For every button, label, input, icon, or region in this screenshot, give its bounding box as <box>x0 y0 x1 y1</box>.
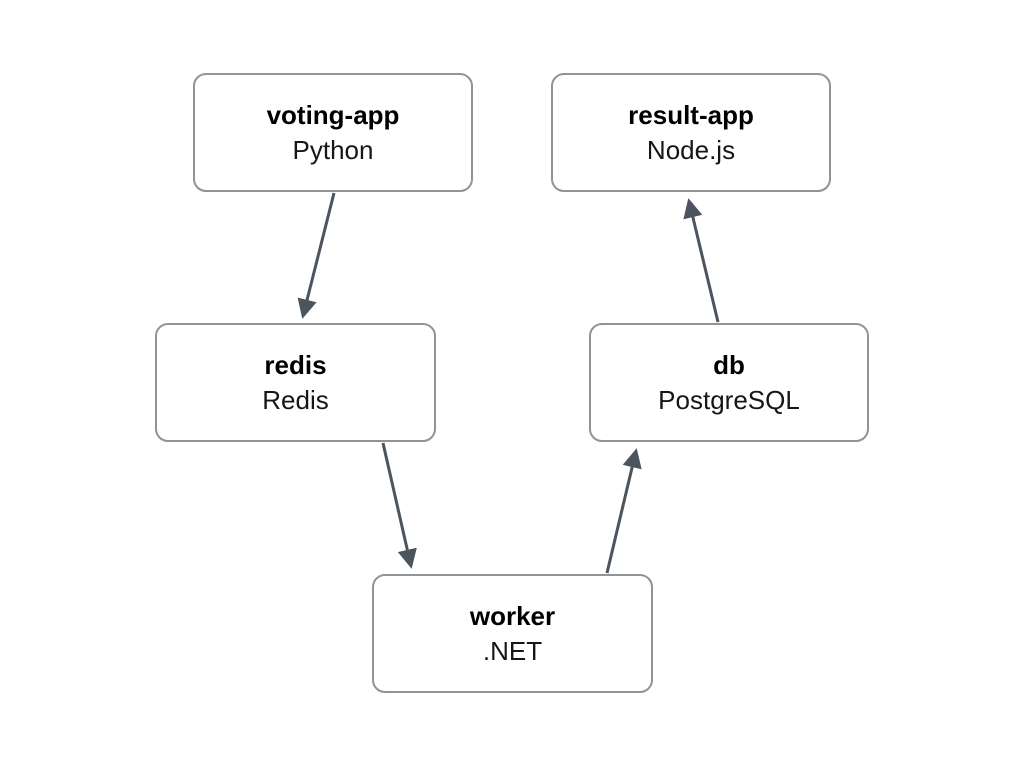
edge-db-to-result-app <box>683 198 720 323</box>
node-subtitle: Redis <box>262 384 329 415</box>
edge-voting-app-to-redis <box>297 192 336 319</box>
node-worker: worker .NET <box>372 574 653 693</box>
node-title: result-app <box>628 99 754 130</box>
node-title: redis <box>264 349 327 380</box>
node-subtitle: PostgreSQL <box>658 384 800 415</box>
node-subtitle: Python <box>292 134 374 165</box>
node-subtitle: Node.js <box>646 134 736 165</box>
node-subtitle: .NET <box>482 635 543 666</box>
edge-redis-to-worker <box>381 442 417 569</box>
node-title: db <box>713 349 745 380</box>
node-title: worker <box>469 600 556 631</box>
edge-worker-to-db <box>605 448 642 574</box>
node-title: voting-app <box>266 99 400 130</box>
